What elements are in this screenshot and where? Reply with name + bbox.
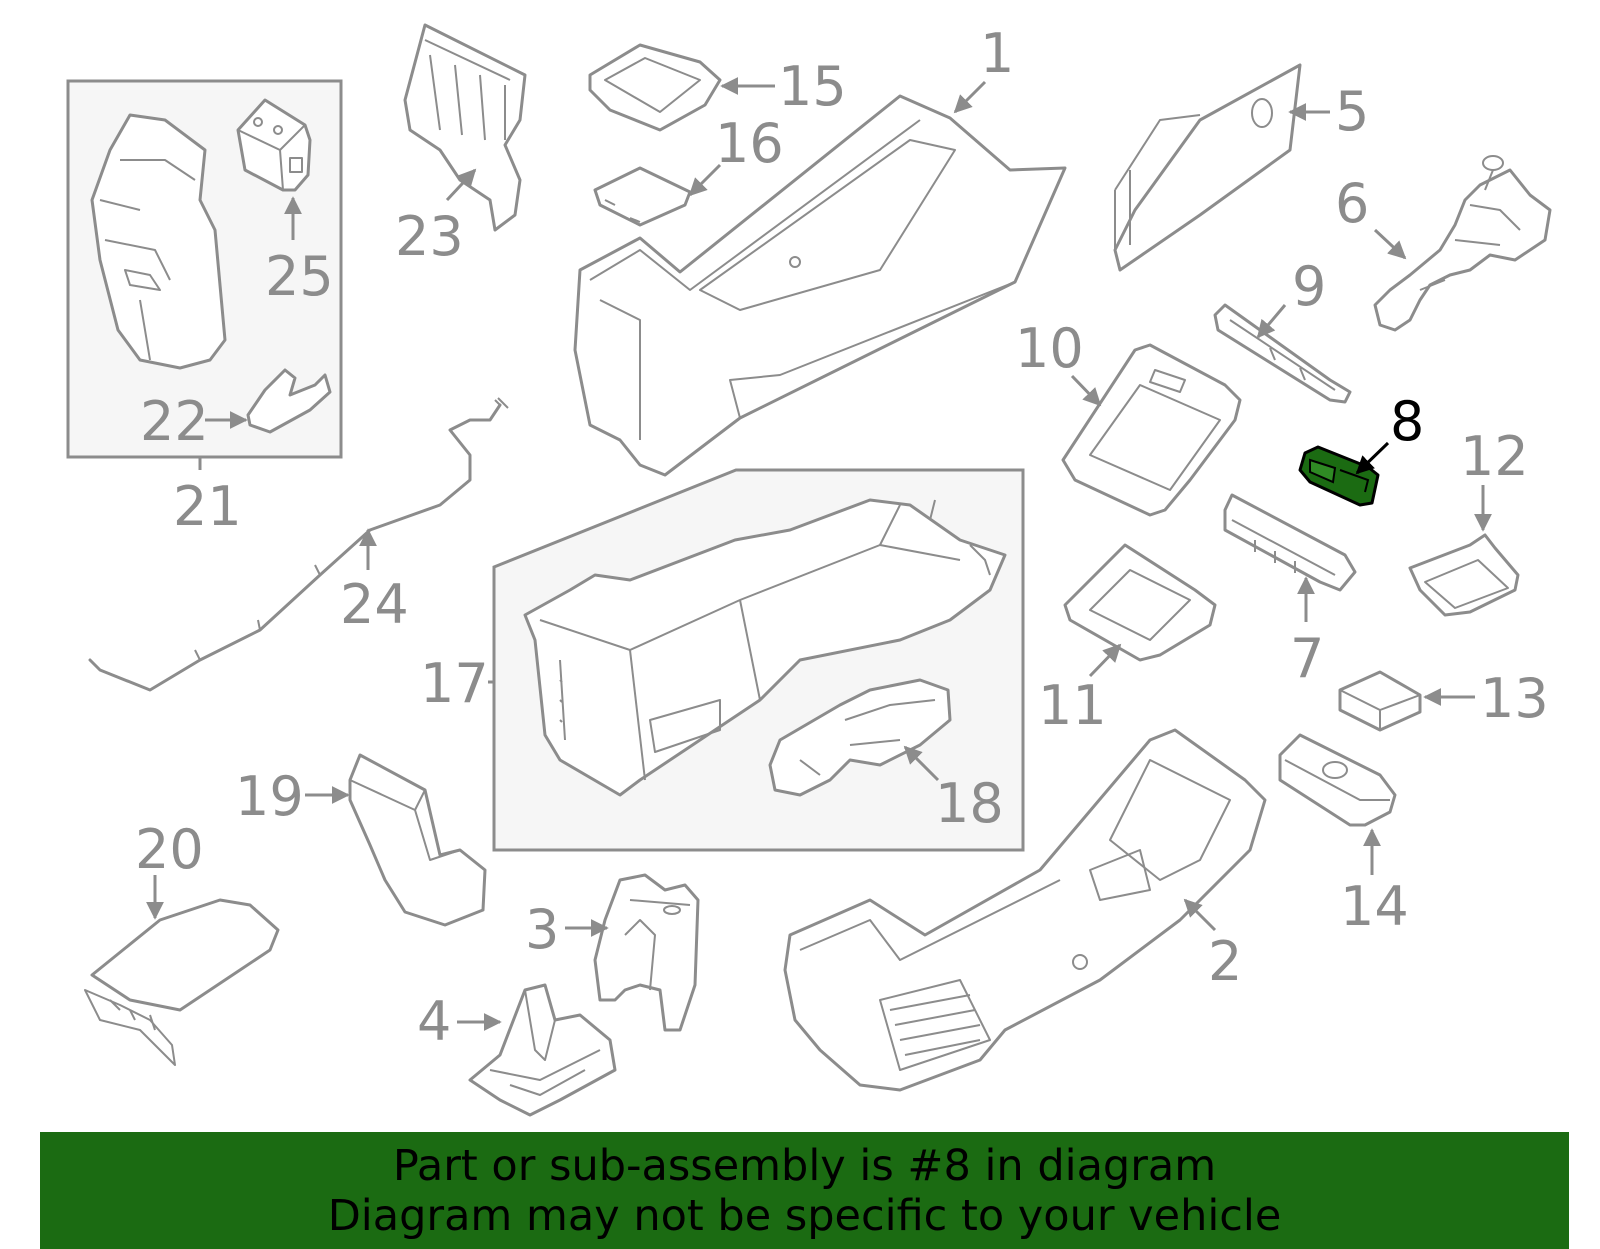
- label-1: 1: [980, 22, 1014, 85]
- part-1-console-panel: [573, 94, 1067, 477]
- label-19: 19: [235, 765, 304, 828]
- part-7-switch-strip: [1223, 493, 1357, 592]
- part-9-trim-strip: [1213, 303, 1352, 404]
- part-25-switch: [236, 98, 312, 192]
- banner-line-part: Part or sub-assembly is #8 in diagram: [392, 1141, 1217, 1191]
- label-4: 4: [417, 990, 451, 1053]
- info-banner: Part or sub-assembly is #8 in diagram Di…: [40, 1132, 1569, 1249]
- part-24-harness: [88, 397, 509, 692]
- part-18-cupholder: [768, 678, 952, 797]
- label-14: 14: [1340, 875, 1409, 938]
- label-18: 18: [935, 772, 1004, 835]
- label-21: 21: [173, 475, 242, 538]
- leader-18: [903, 745, 940, 782]
- label-2: 2: [1208, 930, 1242, 993]
- label-22: 22: [140, 390, 209, 453]
- leader-lines: [146, 77, 1492, 1031]
- leader-11: [1088, 643, 1122, 678]
- parts-diagram: 1 2 3 4 5 6 7 8 9 10 11 12 13 14 15 16 1…: [66, 22, 1552, 1117]
- part-19-duct: [348, 753, 487, 927]
- part-8-highlighted-switch: [1298, 445, 1380, 507]
- label-8-highlighted[interactable]: 8: [1390, 390, 1424, 453]
- label-11: 11: [1038, 674, 1107, 737]
- label-17: 17: [420, 652, 489, 715]
- part-21-cover: [90, 113, 227, 370]
- leader-6: [1373, 228, 1407, 260]
- label-7: 7: [1290, 627, 1324, 690]
- leader-16: [688, 163, 722, 197]
- label-13: 13: [1480, 667, 1549, 730]
- label-5: 5: [1335, 80, 1369, 143]
- label-24: 24: [340, 573, 409, 636]
- leader-1: [953, 80, 987, 114]
- part-22-clip: [246, 368, 332, 434]
- part-23-bracket: [403, 23, 527, 232]
- part-20-lid-assembly: [84, 898, 280, 1066]
- leader-8[interactable]: [1355, 441, 1390, 475]
- leader-10: [1070, 374, 1102, 407]
- part-2-lower-console: [783, 728, 1267, 1092]
- callout-labels: 1 2 3 4 5 6 7 8 9 10 11 12 13 14 15 16 1…: [135, 22, 1549, 1053]
- part-3-bracket: [593, 873, 700, 1032]
- leader-9: [1256, 304, 1287, 339]
- part-12-small-bracket: [1408, 533, 1520, 617]
- leader-2: [1183, 898, 1217, 932]
- part-13-pad: [1338, 670, 1422, 732]
- part-15-storage-tray: [588, 43, 722, 132]
- part-16-lid: [593, 166, 692, 227]
- label-6: 6: [1335, 172, 1369, 235]
- part-5-panel: [1113, 63, 1302, 272]
- part-10-tray-bezel: [1061, 343, 1242, 517]
- label-25: 25: [265, 245, 334, 308]
- part-14-switch-unit: [1278, 733, 1397, 827]
- label-16: 16: [715, 112, 784, 175]
- label-3: 3: [525, 898, 559, 961]
- part-11-tray: [1063, 543, 1217, 662]
- part-6-shifter-cable: [1373, 155, 1552, 332]
- label-10: 10: [1015, 317, 1084, 380]
- label-12: 12: [1460, 425, 1529, 488]
- label-23: 23: [395, 205, 464, 268]
- part-17-console-bin: [523, 498, 1007, 797]
- label-9: 9: [1292, 255, 1326, 318]
- label-20: 20: [135, 818, 204, 881]
- leader-23: [445, 168, 477, 202]
- banner-line-disclaimer: Diagram may not be specific to your vehi…: [327, 1191, 1282, 1241]
- part-4-shifter-base: [468, 983, 617, 1117]
- label-15: 15: [778, 55, 847, 118]
